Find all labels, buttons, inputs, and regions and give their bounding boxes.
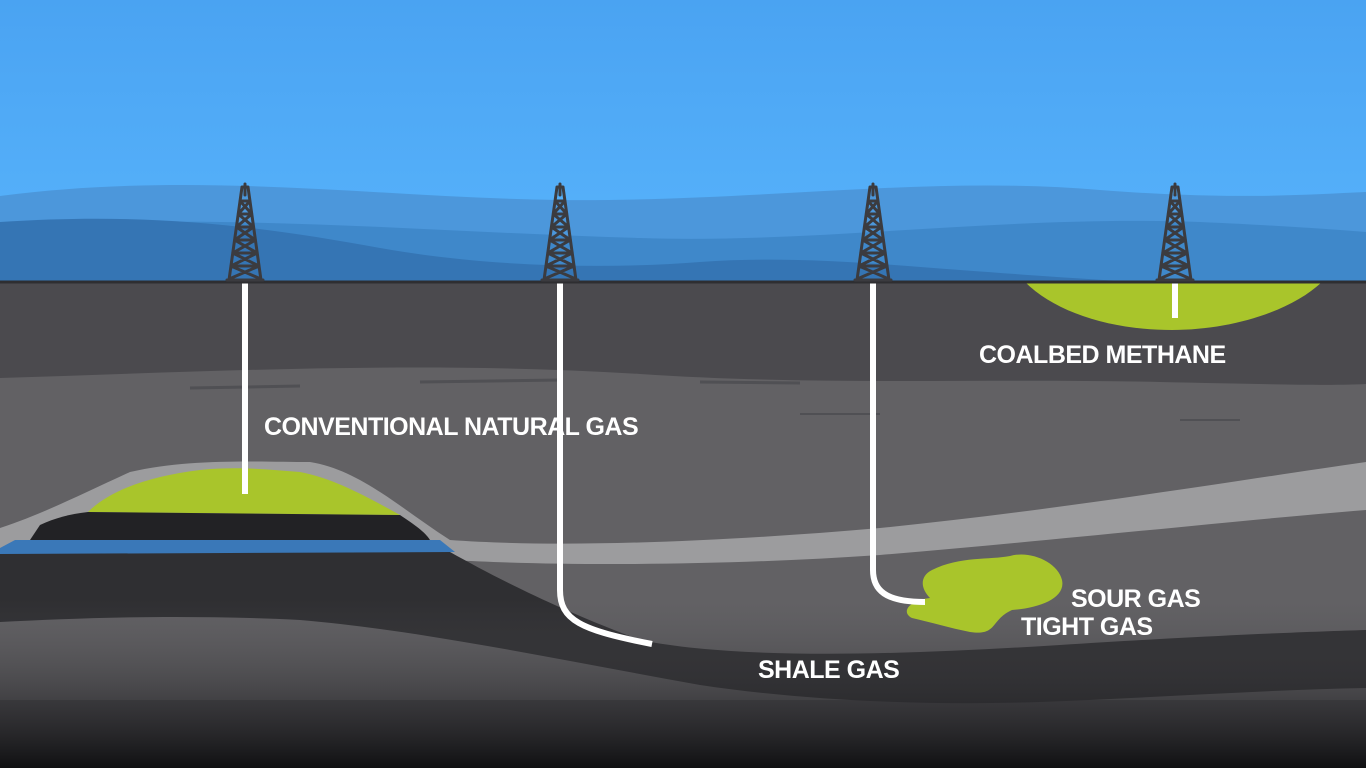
drilling-rig-tight-gas-icon xyxy=(853,182,893,282)
drilling-rig-conventional-icon xyxy=(225,182,265,282)
sour-gas-label: SOUR GAS xyxy=(1071,585,1200,613)
drilling-rig-shale-icon xyxy=(540,182,580,282)
hills xyxy=(0,185,1366,282)
well-pipes xyxy=(242,282,1178,647)
tight-gas-well-pipe xyxy=(870,282,926,605)
deep-ground xyxy=(0,600,1366,768)
drilling-rig-coalbed-icon xyxy=(1155,182,1195,282)
conventional-gas-label: CONVENTIONAL NATURAL GAS xyxy=(264,413,638,441)
drilling-rigs xyxy=(225,182,1195,282)
tight-gas-pocket xyxy=(906,554,1063,633)
coalbed-methane-label: COALBED METHANE xyxy=(979,341,1226,369)
shale-well-pipe xyxy=(557,282,653,647)
shale-gas-label: SHALE GAS xyxy=(758,656,899,684)
tight-gas-label: TIGHT GAS xyxy=(1021,613,1153,641)
